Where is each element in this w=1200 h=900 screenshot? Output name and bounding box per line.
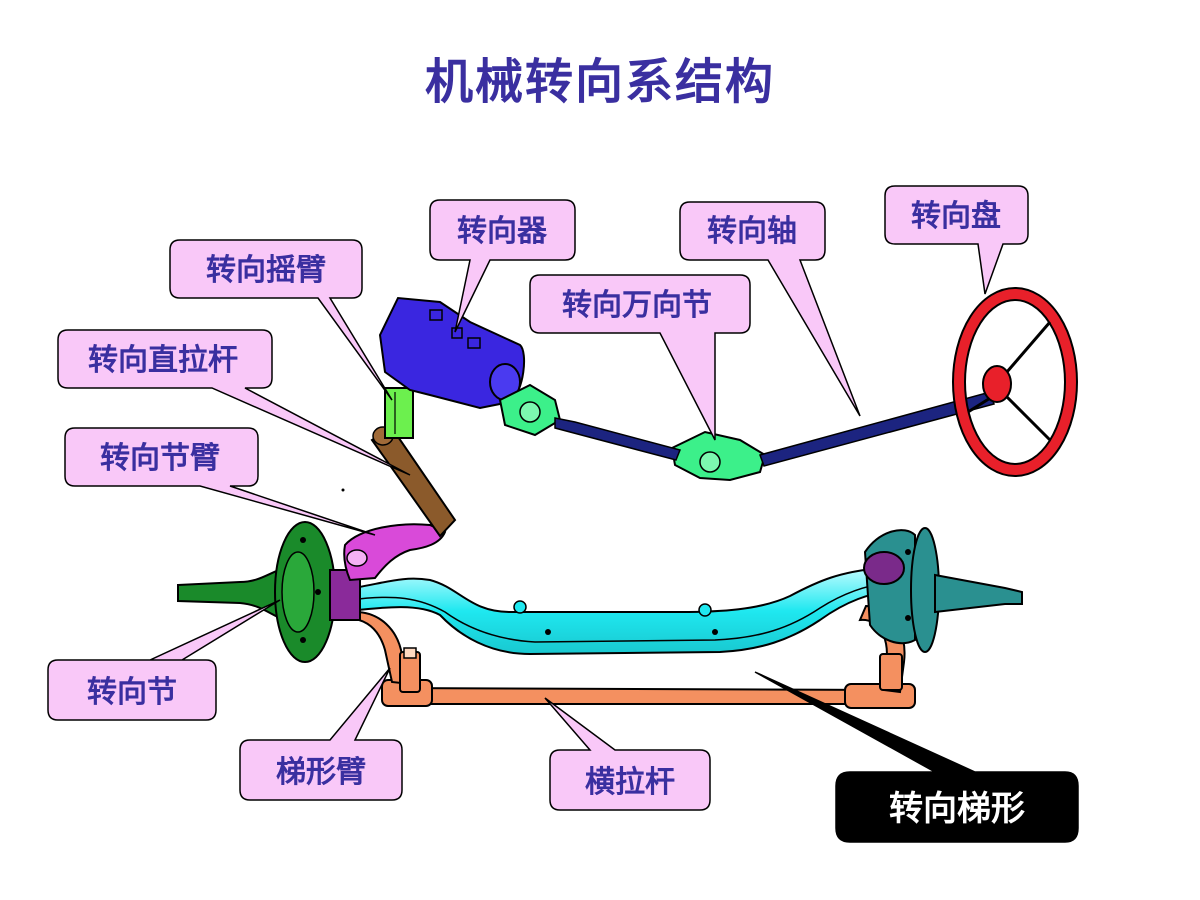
callout-tie-rod: 横拉杆 [544, 697, 711, 811]
steering-gear [378, 296, 526, 410]
callout-steering-trapezoid: 转向梯形 [754, 671, 1079, 843]
callout-steering-wheel: 转向盘 [884, 185, 1029, 295]
callout-steering-gear: 转向器 [429, 199, 576, 333]
steering-knuckle-left [177, 521, 361, 663]
svg-text:转向摇臂: 转向摇臂 [206, 253, 326, 288]
steering-knuckle-right [863, 527, 1023, 653]
knuckle-arm [343, 523, 447, 582]
steering-wheel [952, 287, 1078, 477]
page-title: 机械转向系结构 [424, 54, 775, 110]
front-axle-beam [339, 566, 901, 656]
svg-text:转向器: 转向器 [457, 214, 548, 249]
callout-universal-joint: 转向万向节 [529, 274, 751, 441]
svg-text:转向轴: 转向轴 [707, 214, 797, 249]
svg-text:梯形臂: 梯形臂 [276, 755, 366, 790]
svg-text:横拉杆: 横拉杆 [585, 765, 675, 800]
callout-knuckle-arm: 转向节臂 [64, 427, 376, 536]
svg-text:转向盘: 转向盘 [911, 199, 1001, 234]
callout-trapezoid-arm: 梯形臂 [239, 667, 403, 801]
callout-steering-knuckle: 转向节 [47, 599, 281, 721]
svg-text:转向节臂: 转向节臂 [100, 441, 220, 476]
callout-drag-link: 转向直拉杆 [57, 329, 411, 476]
callout-steering-shaft: 转向轴 [679, 201, 861, 417]
trapezoid-arm-left [339, 610, 421, 693]
svg-text:转向万向节: 转向万向节 [562, 288, 712, 323]
steering-shaft [554, 391, 995, 467]
svg-text:转向节: 转向节 [87, 675, 177, 710]
svg-text:转向梯形: 转向梯形 [889, 789, 1025, 829]
universal-joint-lower [670, 430, 767, 482]
svg-text:转向直拉杆: 转向直拉杆 [88, 343, 238, 378]
tie-rod [381, 679, 916, 709]
drag-link [370, 426, 457, 538]
callout-pitman-arm: 转向摇臂 [169, 239, 393, 401]
